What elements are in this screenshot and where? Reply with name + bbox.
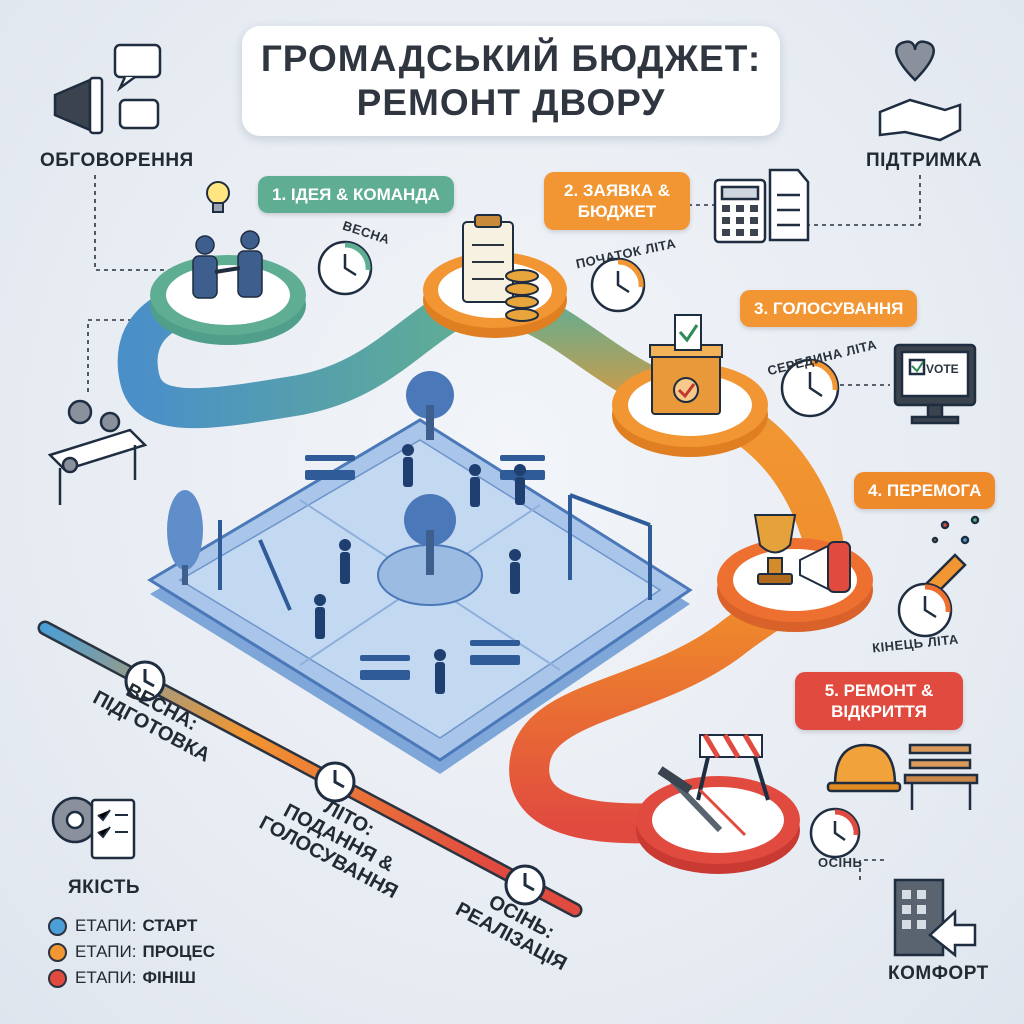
- legend-item-finish: ЕТАПИ: ФІНІШ: [48, 968, 196, 988]
- calculator-document-icon: [713, 168, 810, 244]
- legend-prefix-finish: ЕТАПИ:: [75, 968, 137, 987]
- lightbulb-icon: [206, 181, 230, 213]
- gear-checklist-icon: [51, 796, 136, 860]
- legend-item-process: ЕТАПИ: ПРОЦЕС: [48, 942, 215, 962]
- season-timeline: [37, 620, 583, 918]
- meeting-table-gears-icon: [47, 399, 148, 505]
- step-4-callout: 4. ПЕРЕМОГА: [854, 472, 996, 509]
- legend-dot-start: [48, 916, 67, 936]
- clipboard-coins-icon: [462, 214, 539, 322]
- corner-label-support: ПІДТРИМКА: [866, 150, 983, 171]
- title-line-2: РЕМОНТ ДВОРУ: [356, 82, 666, 123]
- season-label-autumn: ОСІНЬ: [818, 855, 863, 870]
- corner-label-discussion: ОБГОВОРЕННЯ: [40, 150, 194, 171]
- ballot-box-icon: [649, 314, 723, 415]
- title-card: ГРОМАДСЬКИЙ БЮДЖЕТ: РЕМОНТ ДВОРУ: [242, 26, 780, 136]
- heart-handshake-icon: [878, 40, 962, 142]
- corner-label-quality: ЯКІСТЬ: [68, 877, 141, 898]
- legend-prefix-start: ЕТАПИ:: [75, 916, 137, 935]
- step-2-callout: 2. ЗАЯВКА & БЮДЖЕТ: [544, 172, 690, 230]
- hard-hat-bench-icon: [826, 743, 979, 810]
- road-barrier-tools-icon: [657, 733, 770, 837]
- courtyard-plaza: [147, 371, 693, 774]
- dotted-connectors: [87, 175, 921, 880]
- team-handshake-icon: [192, 230, 263, 299]
- computer-monitor-icon: [893, 343, 977, 425]
- corner-label-comfort: КОМФОРТ: [888, 963, 989, 984]
- building-arrow-icon: [893, 878, 977, 958]
- legend-value-start: СТАРТ: [142, 916, 198, 935]
- legend-item-start: ЕТАПИ: СТАРТ: [48, 916, 197, 936]
- step-5-callout: 5. РЕМОНТ & ВІДКРИТТЯ: [795, 672, 963, 730]
- legend-dot-finish: [48, 968, 67, 988]
- title-line-1: ГРОМАДСЬКИЙ БЮДЖЕТ:: [260, 38, 762, 79]
- megaphone-chat-icon: [53, 43, 162, 135]
- trophy-megaphone-icon: [753, 514, 851, 593]
- step-1-callout: 1. ІДЕЯ & КОМАНДА: [258, 176, 454, 213]
- vote-screen-label: VOTE: [926, 362, 959, 376]
- legend-value-process: ПРОЦЕС: [142, 942, 216, 961]
- legend-prefix-process: ЕТАПИ:: [75, 942, 137, 961]
- season-clocks: [317, 240, 953, 859]
- step-3-callout: 3. ГОЛОСУВАННЯ: [740, 290, 918, 327]
- legend-dot-process: [48, 942, 67, 962]
- legend-value-finish: ФІНІШ: [142, 968, 196, 987]
